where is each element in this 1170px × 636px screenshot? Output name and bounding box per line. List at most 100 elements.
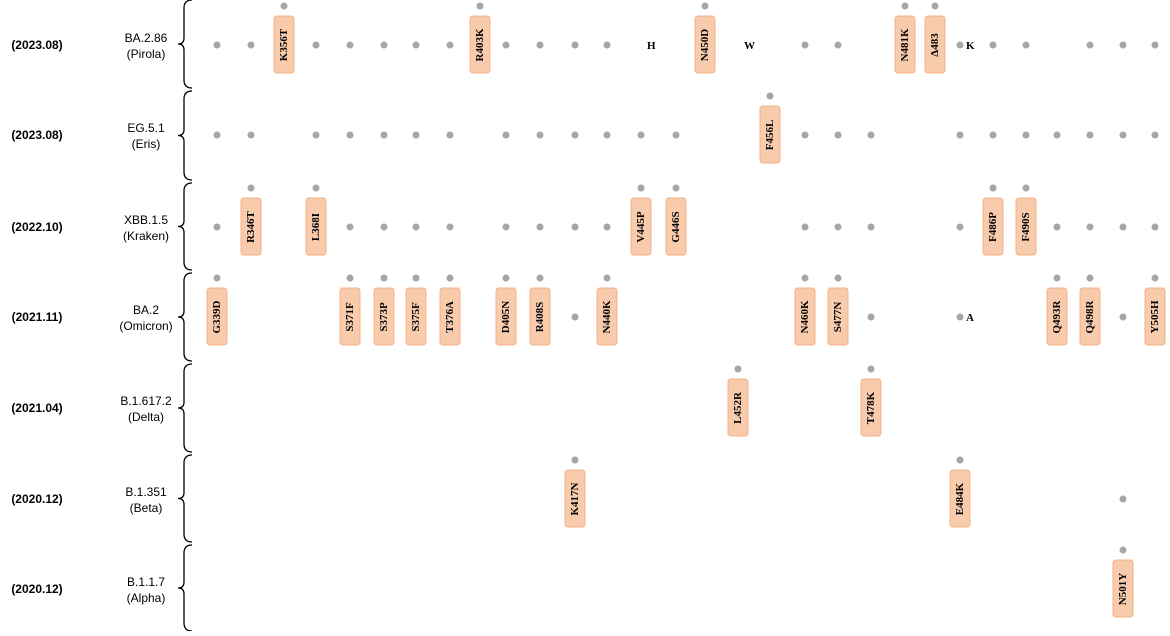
residue-label: W <box>744 40 755 52</box>
position-dot <box>1022 41 1030 49</box>
variant-date: (2021.04) <box>11 401 62 415</box>
position-dot <box>1086 131 1094 139</box>
mutation-label: R346T <box>245 210 257 242</box>
position-dot <box>571 131 579 139</box>
mutation-box: G446S <box>665 184 687 256</box>
position-dot <box>247 131 255 139</box>
mutation-dot <box>446 274 454 282</box>
position-dot <box>603 223 611 231</box>
mutation-rect <box>405 287 427 346</box>
mutation-box: K356T <box>273 2 295 74</box>
position-dot <box>571 223 579 231</box>
variant-name: B.1.351 <box>125 485 167 499</box>
mutation-rect <box>665 197 687 256</box>
mutation-label: F486P <box>987 212 999 242</box>
mutation-dot <box>346 274 354 282</box>
position-dot <box>867 313 875 321</box>
position-dot <box>412 41 420 49</box>
mutation-dot <box>766 92 774 100</box>
row-brace <box>177 182 193 271</box>
mutation-dot <box>247 184 255 192</box>
mutation-dot <box>734 365 742 373</box>
mutation-rect <box>924 15 946 74</box>
mutation-dot <box>701 2 709 10</box>
mutation-box: F490S <box>1015 184 1037 256</box>
mutation-dot <box>956 456 964 464</box>
mutation-dot <box>502 274 510 282</box>
mutation-rect <box>1079 287 1101 346</box>
mutation-rect <box>630 197 652 256</box>
mutation-label: S371F <box>344 302 356 332</box>
mutation-rect <box>1046 287 1068 346</box>
position-dot <box>801 223 809 231</box>
row-brace <box>177 454 193 543</box>
mutation-dot <box>867 365 875 373</box>
mutation-label: G339D <box>211 300 223 333</box>
position-dot <box>834 223 842 231</box>
variant-name: BA.2 <box>133 303 159 317</box>
mutation-rect <box>305 197 327 256</box>
mutation-dot <box>280 2 288 10</box>
mutation-label: Q493R <box>1051 299 1063 333</box>
position-dot <box>571 313 579 321</box>
variant-date: (2023.08) <box>11 128 62 142</box>
position-dot <box>446 223 454 231</box>
mutation-rect <box>529 287 551 346</box>
position-dot <box>380 223 388 231</box>
variant-name: EG.5.1 <box>127 121 165 135</box>
row-brace <box>177 90 193 181</box>
mutation-box: L452R <box>727 365 749 437</box>
mutation-rect <box>439 287 461 346</box>
variant-alias: (Omicron) <box>119 319 172 333</box>
mutation-dot <box>901 2 909 10</box>
row-brace <box>177 272 193 362</box>
variant-date: (2023.08) <box>11 38 62 52</box>
mutation-label: G446S <box>670 211 682 242</box>
mutation-rect <box>759 105 781 164</box>
residue-label: H <box>647 40 656 52</box>
position-dot <box>213 131 221 139</box>
position-dot <box>956 313 964 321</box>
mutation-box: Y505H <box>1144 274 1166 346</box>
position-dot <box>312 41 320 49</box>
mutation-rect <box>206 287 228 346</box>
mutation-box: K417N <box>564 456 586 528</box>
position-dot <box>834 41 842 49</box>
variant-alias: (Kraken) <box>123 229 169 243</box>
mutation-label: Q498R <box>1084 299 1096 333</box>
mutation-label: N450D <box>699 29 711 61</box>
position-dot <box>213 41 221 49</box>
mutation-box: R403K <box>469 2 491 74</box>
position-dot <box>603 131 611 139</box>
position-dot <box>571 41 579 49</box>
row-brace <box>177 544 193 632</box>
variant-date: (2020.12) <box>11 492 62 506</box>
variant-row-1: (2023.08)EG.5.1(Eris)F456L <box>11 90 1159 181</box>
mutation-label: D405N <box>500 301 512 333</box>
mutation-box: T376A <box>439 274 461 346</box>
position-dot <box>502 131 510 139</box>
mutation-label: T376A <box>444 301 456 333</box>
position-dot <box>412 223 420 231</box>
mutation-box: R408S <box>529 274 551 346</box>
position-dot <box>867 223 875 231</box>
variant-date: (2022.10) <box>11 220 62 234</box>
mutation-rect <box>949 469 971 528</box>
row-brace <box>177 0 193 89</box>
position-dot <box>956 131 964 139</box>
position-dot <box>956 41 964 49</box>
position-dot <box>1151 131 1159 139</box>
variant-alias: (Pirola) <box>127 47 166 61</box>
mutation-box: D405N <box>495 274 517 346</box>
position-dot <box>380 41 388 49</box>
mutation-label: E484K <box>954 482 966 515</box>
position-dot <box>1151 223 1159 231</box>
mutation-dot <box>603 274 611 282</box>
position-dot <box>346 41 354 49</box>
mutation-label: S477N <box>832 302 844 333</box>
